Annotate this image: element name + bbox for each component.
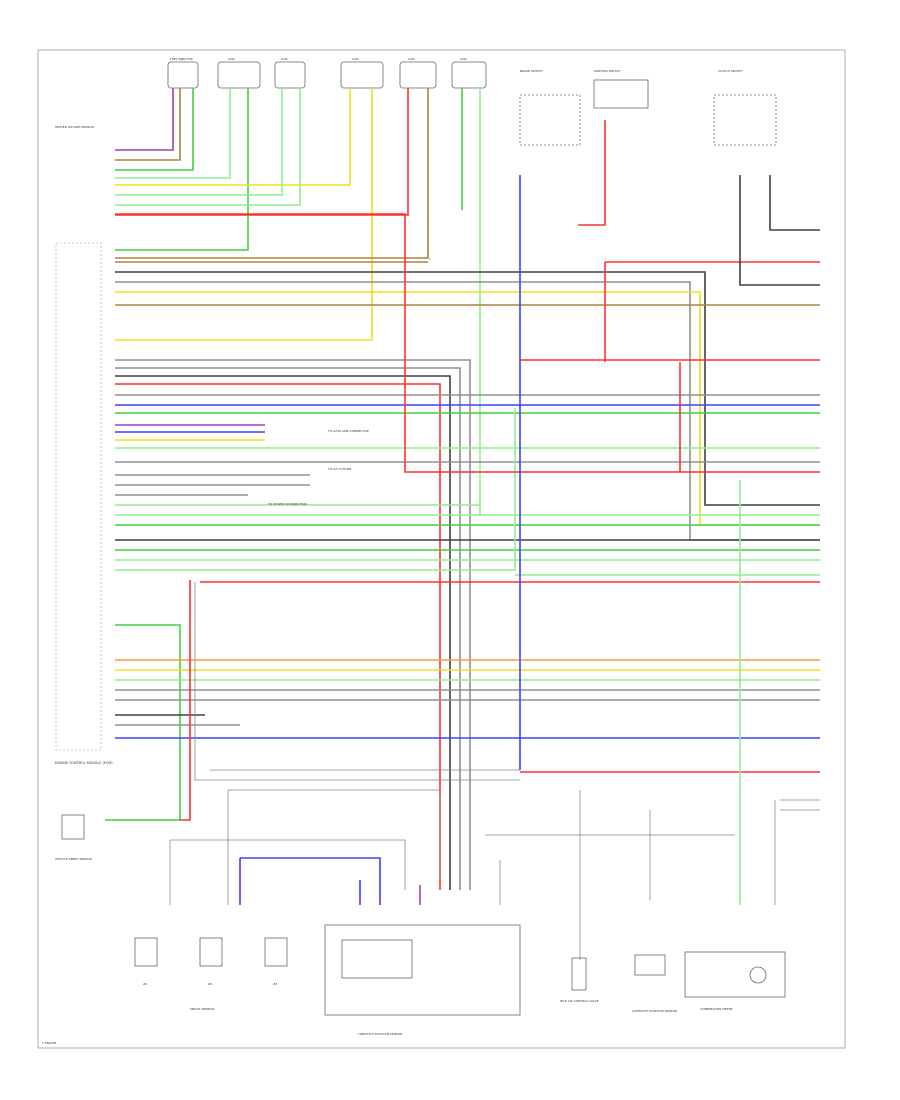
- clutch-switch-label: CLUTCH SWITCH: [718, 69, 743, 73]
- mid-label: TO POWER DISTRIBUTION: [267, 502, 307, 506]
- top-component-label: COIL: [352, 57, 359, 61]
- top-component-box: [167, 61, 199, 89]
- wire: [105, 624, 181, 821]
- ecm-label: ENGINE CONTROL MODULE (ECM): [55, 761, 113, 765]
- mid-label: TO DATA LINK CONNECTOR: [327, 429, 369, 433]
- bottom-label: KNOCK SENSOR: [190, 1007, 214, 1011]
- wire: [115, 375, 451, 890]
- camshaft-sensor-box: [634, 954, 666, 976]
- wire: [240, 857, 381, 905]
- brake-switch-label: BRAKE SWITCH: [520, 69, 543, 73]
- wire: [578, 120, 606, 226]
- bottom-label: IDLE AIR CONTROL VALVE: [560, 999, 599, 1003]
- idle-air-control-box: [571, 957, 587, 991]
- wire: [115, 213, 820, 473]
- wire: [115, 88, 283, 196]
- bottom-label: THROTTLE POSITION SENSOR: [357, 1032, 402, 1036]
- bottom-label: CAMSHAFT POSITION SENSOR: [632, 1009, 677, 1013]
- wire: [769, 175, 820, 231]
- wire: [115, 383, 441, 890]
- wire: [115, 88, 373, 341]
- cyl-label: #2: [208, 982, 213, 986]
- wire: [194, 582, 520, 781]
- wire: [115, 281, 820, 541]
- wire: [115, 88, 301, 206]
- top-component-label: FUEL INJECTOR: [170, 57, 193, 61]
- top-component-label: COIL: [460, 57, 467, 61]
- top-right-switches: BRAKE SWITCH IGNITION SWITCH CLUTCH SWIT…: [519, 69, 777, 146]
- top-component-box: [399, 61, 437, 89]
- top-component-box: [217, 61, 261, 89]
- wire: [115, 88, 174, 151]
- combination-meter-box: [684, 951, 786, 998]
- top-vertical-wires: [115, 88, 481, 515]
- footer-code: 1 ENGINE: [42, 1041, 56, 1045]
- wire: [115, 88, 194, 171]
- cyl-label: #3: [273, 982, 278, 986]
- meter-gauge-icon: [749, 966, 767, 984]
- mid-label: TO A/C SYSTEM: [327, 467, 352, 471]
- wire: [115, 367, 461, 890]
- knock-sensor-box: [134, 937, 158, 967]
- left-sensor-box: [61, 814, 85, 840]
- knock-sensor-box: [199, 937, 223, 967]
- top-component-label: COIL: [408, 57, 415, 61]
- top-component-box: [274, 61, 306, 89]
- top-component-label: COIL: [281, 57, 288, 61]
- wire: [739, 175, 820, 286]
- wire: [228, 789, 441, 880]
- bottom-sensors: #1 #2 #3 KNOCK SENSOR THROTTLE POSITION …: [55, 857, 786, 1036]
- throttle-position-box: [341, 939, 413, 979]
- top-component-label: COIL: [228, 57, 235, 61]
- bottom-label: VEHICLE SPEED SENSOR: [55, 857, 92, 861]
- wire: [115, 88, 351, 186]
- wire: [115, 408, 516, 571]
- throttle-position-outer: [324, 924, 521, 1016]
- top-component-box: [340, 61, 384, 89]
- wire: [170, 839, 406, 890]
- top-components: FUEL INJECTOR COIL COIL COIL COIL COIL: [167, 57, 487, 89]
- cyl-label: #1: [143, 982, 148, 986]
- diagram-frame: [37, 49, 846, 1049]
- top-component-box: [451, 61, 487, 89]
- lower-harness: [169, 580, 820, 960]
- bottom-label: COMBINATION METER: [700, 1007, 733, 1011]
- knock-sensor-box: [264, 937, 288, 967]
- brake-switch-box: [519, 94, 581, 146]
- wire: [115, 88, 181, 161]
- wire: [115, 88, 409, 216]
- wire: [180, 580, 191, 821]
- ignition-switch-label: IGNITION SWITCH: [594, 69, 620, 73]
- wire: [115, 271, 820, 506]
- wire: [115, 88, 429, 259]
- horizontal-wires: [105, 120, 820, 905]
- clutch-switch-box: [713, 94, 777, 146]
- ignition-switch-box: [593, 79, 649, 109]
- wire: [115, 88, 231, 179]
- wire: [115, 88, 249, 251]
- left-connector-label: HEATED OXYGEN SENSOR: [55, 125, 94, 129]
- wire: [115, 291, 820, 526]
- ecm-box: [55, 242, 102, 751]
- wire: [115, 359, 471, 890]
